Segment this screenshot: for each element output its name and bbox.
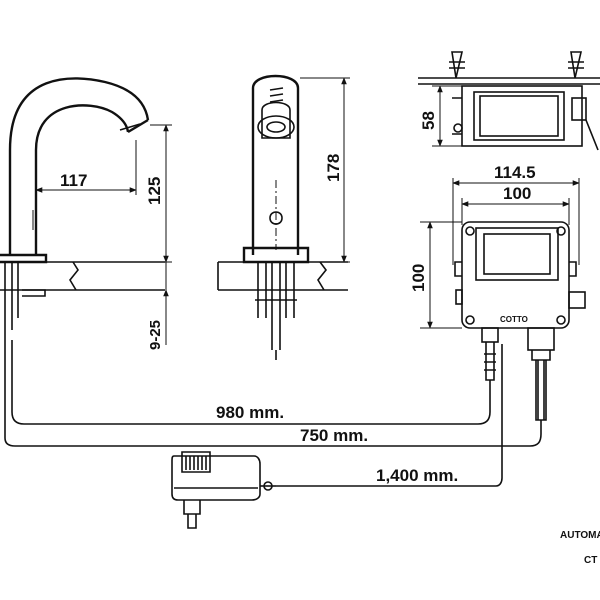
dim-178-label: 178 — [324, 154, 343, 182]
faucet-side-view — [0, 77, 165, 345]
brand-label: COTTO — [500, 315, 528, 324]
power-adapter — [171, 451, 276, 529]
dim-117-label: 117 — [60, 171, 87, 190]
dim-100-height-label: 100 — [409, 264, 428, 292]
control-box-side-view — [418, 51, 600, 151]
dim-spout-reach: 117 — [35, 140, 137, 195]
dim-114-5-label: 114.5 — [494, 163, 536, 182]
control-box-front-view: COTTO — [454, 221, 586, 421]
dim-box-height: 58 — [419, 85, 462, 147]
dim-750-label: 750 mm. — [300, 426, 368, 445]
dim-9-25-label: 9-25 — [147, 320, 164, 350]
product-note-line2: CT — [584, 555, 597, 566]
cables — [4, 340, 542, 487]
dim-spout-height: 125 — [145, 124, 172, 263]
dim-58-label: 58 — [419, 111, 438, 130]
dim-box-outer-width: 114.5 — [452, 163, 580, 265]
dim-faucet-height: 178 — [300, 77, 350, 263]
dim-125-label: 125 — [145, 177, 164, 205]
product-note-line1: AUTOMA — [560, 530, 600, 541]
faucet-front-view — [217, 74, 348, 350]
dim-cable-solenoid: 750 mm. — [300, 426, 368, 445]
dim-cable-adapter: 1,400 mm. — [376, 466, 458, 485]
dim-box-front-height: 100 — [409, 221, 462, 329]
product-note: AUTOMA CT — [560, 530, 600, 566]
dim-980-label: 980 mm. — [216, 403, 284, 422]
dim-cable-sensor: 980 mm. — [216, 403, 284, 422]
dim-1400-label: 1,400 mm. — [376, 466, 458, 485]
dim-deck-thickness: 9-25 — [147, 262, 169, 350]
dim-100-width-label: 100 — [503, 184, 531, 203]
dim-box-inner-width: 100 — [461, 184, 570, 225]
